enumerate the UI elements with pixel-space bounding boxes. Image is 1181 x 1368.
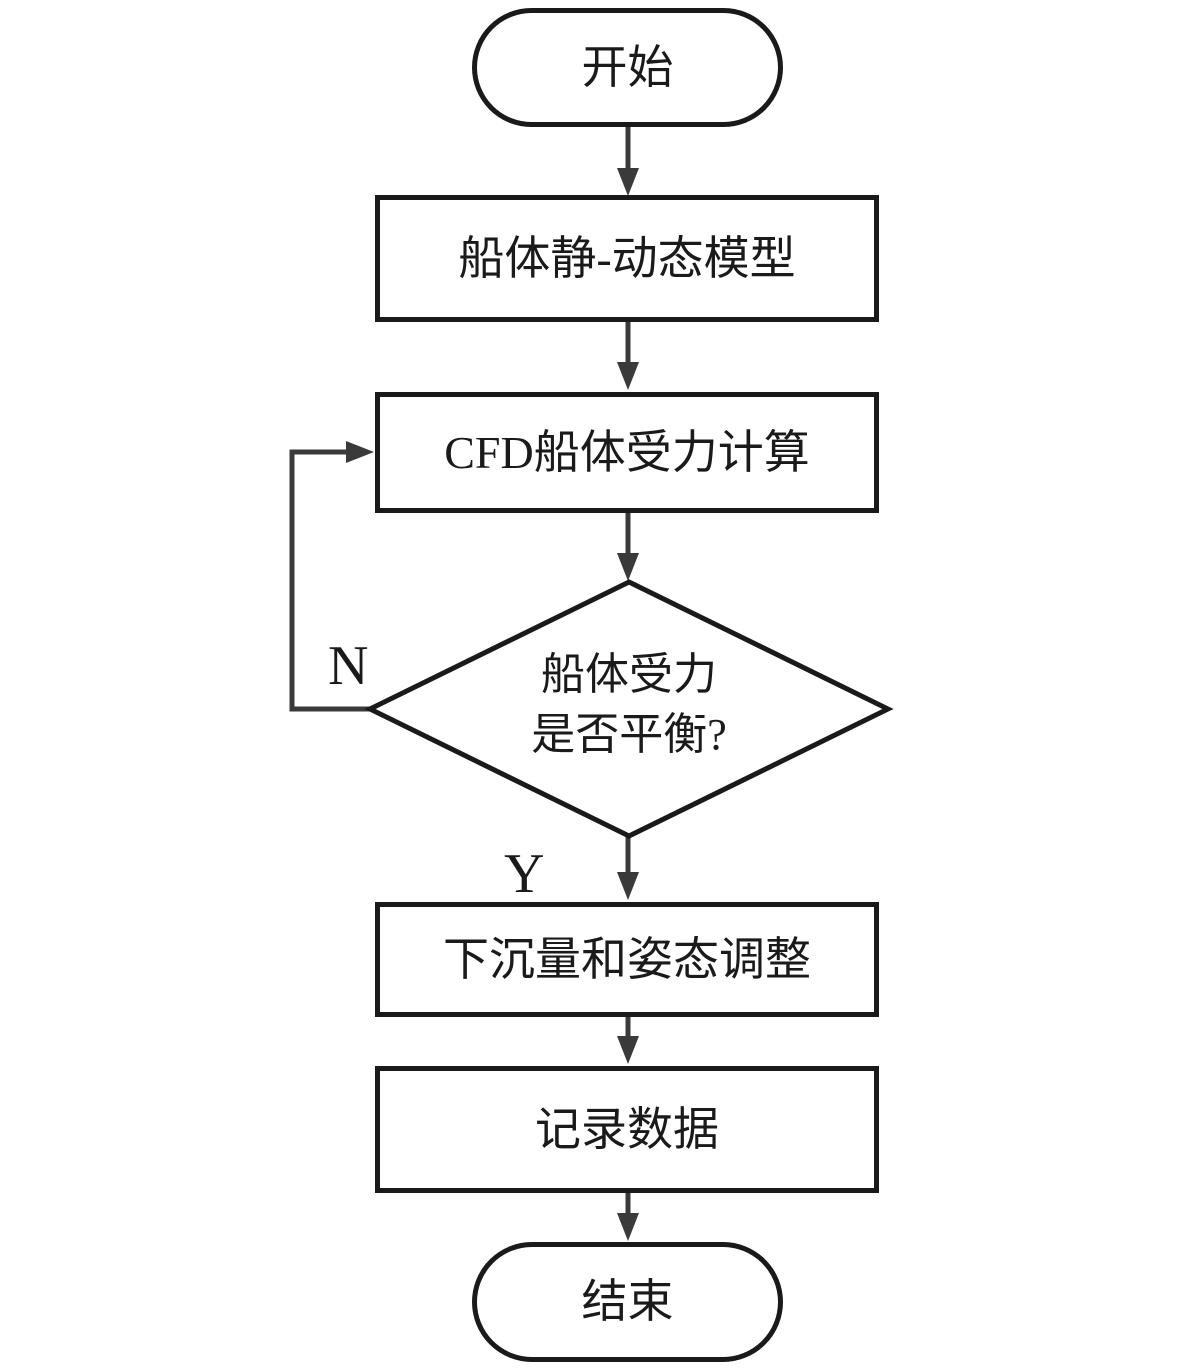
arrowhead-model-to-cfd (617, 362, 639, 390)
process-node-record-data-label: 记录数据 (535, 1103, 719, 1155)
decision-node-label-line1: 船体受力 (541, 650, 717, 699)
process-node-sinkage-attitude-adjust-label: 下沉量和姿态调整 (443, 933, 811, 985)
end-node-label: 结束 (581, 1276, 674, 1328)
edge-label-no: N (328, 635, 369, 697)
process-node-sinkage-attitude-adjust: 下沉量和姿态调整 (375, 902, 879, 1017)
decision-node-label-line2: 是否平衡? (531, 710, 727, 759)
start-node: 开始 (472, 8, 783, 127)
process-node-cfd-force-calc-label: CFD船体受力计算 (444, 426, 810, 478)
process-node-cfd-force-calc: CFD船体受力计算 (375, 392, 879, 513)
process-node-record-data: 记录数据 (375, 1066, 879, 1193)
arrowhead-cfd-to-decision (617, 553, 639, 581)
process-node-hull-model: 船体静-动态模型 (375, 195, 879, 322)
arrow-decision-no-loop (289, 449, 370, 712)
arrowhead-adjust-to-record (617, 1036, 639, 1064)
arrowhead-decision-no-loop (346, 441, 374, 463)
edge-label-yes: Y (504, 843, 545, 905)
decision-node-balance-check: 船体受力 是否平衡? (429, 645, 829, 765)
arrowhead-start-to-model (617, 168, 639, 196)
arrowhead-record-to-end (617, 1213, 639, 1241)
process-node-hull-model-label: 船体静-动态模型 (458, 232, 796, 284)
arrowhead-decision-yes-to-adjust (617, 872, 639, 900)
decision-diamond-shape (364, 579, 894, 839)
end-node: 结束 (472, 1242, 783, 1362)
start-node-label: 开始 (581, 41, 674, 93)
